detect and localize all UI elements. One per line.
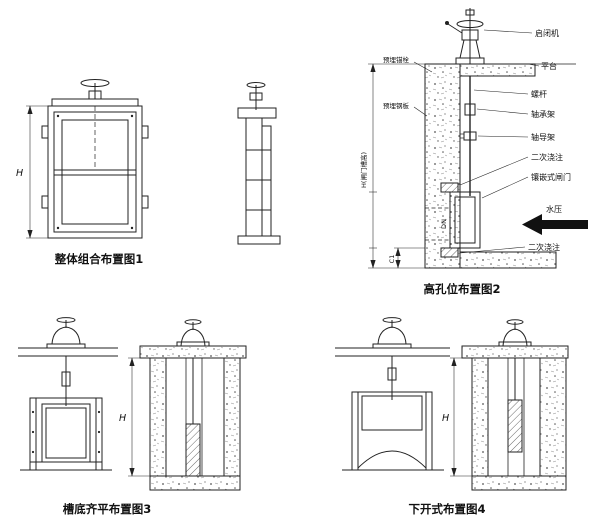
diagram4-gate-frame — [342, 391, 444, 471]
label-embedded-steel-plate: 预埋钢板 — [383, 101, 410, 110]
diagram2-gate — [425, 182, 481, 258]
diagram4-section-hoist — [498, 319, 532, 347]
diagram1-dim-h-label: H — [16, 168, 23, 179]
diagram2-height-dimension — [368, 63, 425, 269]
label-water-pressure: 水压 — [546, 204, 562, 214]
label-shaft-guide-bracket: 轴导架 — [531, 132, 555, 142]
label-screw-rod: 螺杆 — [531, 89, 547, 99]
label-hoist: 启闭机 — [535, 28, 559, 38]
diagram1-handwheel — [80, 79, 110, 100]
caption-diagram2: 高孔位布置图2 — [423, 282, 500, 296]
caption-diagram4: 下开式布置图4 — [408, 502, 485, 516]
diagram2-platform-slab — [459, 63, 536, 77]
diagram3-gate-leaf — [185, 423, 201, 477]
caption-diagram3: 槽底齐平布置图3 — [63, 502, 152, 516]
diagram3-height-dimension — [128, 357, 150, 477]
diagram1-gate-frame — [41, 105, 149, 239]
diagram2-leader-lines — [413, 29, 540, 254]
diagram4-hoist-bell — [372, 317, 412, 349]
water-pressure-arrow — [522, 214, 588, 235]
diagram2-hoist — [445, 8, 485, 65]
label-secondary-pour-lower: 二次浇注 — [528, 242, 560, 252]
diagram4-dim-h-label: H — [442, 413, 449, 424]
label-embedded-gate: 镶嵌式闸门 — [531, 172, 571, 182]
label-gate-slot-height: H(闸门槽高) — [359, 152, 368, 188]
diagram4-front-view — [335, 317, 450, 471]
diagram4-gate-leaf — [507, 399, 523, 453]
diagram1-height-dimension — [26, 105, 48, 239]
diagram2-screw-stem — [460, 76, 477, 196]
diagram1-front-view — [26, 79, 149, 239]
diagram3-front-view — [18, 317, 118, 471]
label-platform: 平台 — [541, 61, 557, 71]
diagram3-section-view — [128, 319, 247, 491]
caption-diagram1: 整体组合布置图1 — [54, 252, 144, 266]
label-dim-c1: C1 — [388, 255, 396, 264]
diagram4-height-dimension — [450, 357, 472, 477]
diagram3-hoist-bell — [46, 317, 86, 349]
label-secondary-pour-upper: 二次浇注 — [531, 152, 563, 162]
diagram2-section-view — [368, 8, 588, 269]
label-bearing-bracket: 轴承架 — [531, 109, 555, 119]
diagram3-section-hoist — [176, 319, 210, 347]
diagram2-floor-slab — [459, 251, 557, 269]
diagram4-section-view — [450, 319, 569, 491]
diagram2-concrete-wall — [424, 63, 461, 269]
label-embedded-anchor-bolt: 预埋锚栓 — [383, 55, 410, 64]
diagram3-dim-h-label: H — [119, 413, 126, 424]
diagram3-gate-frame — [20, 397, 112, 471]
diagram1-side-view — [237, 82, 281, 245]
label-dim-dn: DN — [440, 219, 448, 229]
